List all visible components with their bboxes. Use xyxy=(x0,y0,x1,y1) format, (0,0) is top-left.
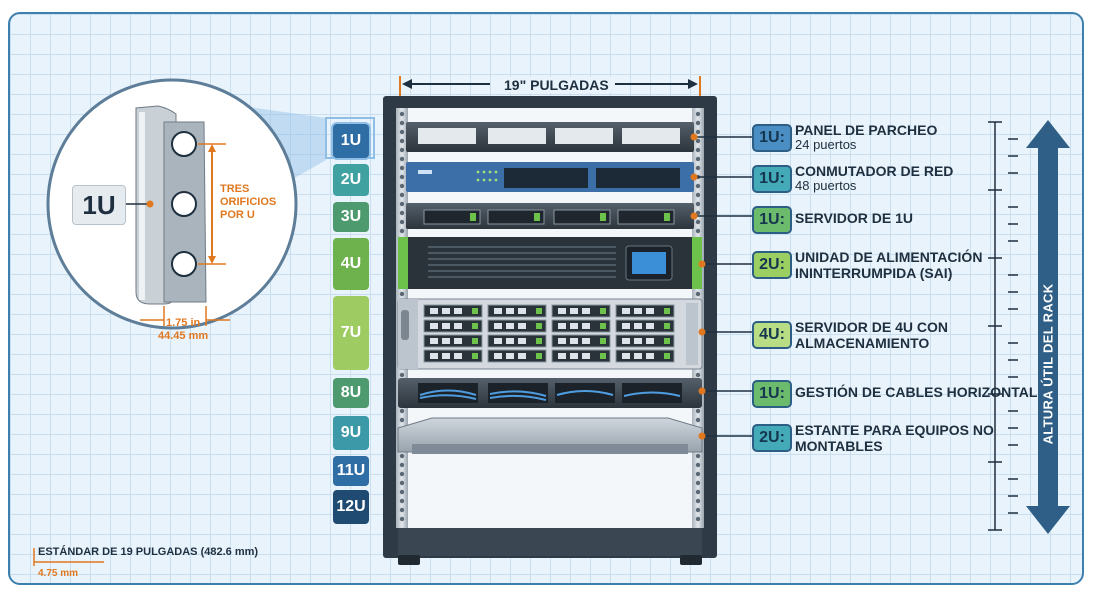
u-label-3: 4U xyxy=(333,238,369,290)
rack-height-label: ALTURA ÚTIL DEL RACK xyxy=(1040,283,1056,445)
component-title: UNIDAD DE ALIMENTACIÓN xyxy=(795,249,983,265)
component-title: GESTIÓN DE CABLES HORIZONTAL xyxy=(795,384,1038,400)
component-subtitle: ALMACENAMIENTO xyxy=(795,335,930,351)
zoom-callout xyxy=(46,78,375,330)
u-label-0: 1U xyxy=(333,124,369,158)
height-arrow xyxy=(1026,120,1070,534)
u-label-4: 7U xyxy=(333,296,369,370)
callout-lines xyxy=(694,136,752,437)
height-ruler xyxy=(988,121,1018,531)
width-dimension xyxy=(399,76,701,105)
component-size-tag: 4U: xyxy=(752,321,792,349)
component-title: CONMUTADOR DE RED xyxy=(795,163,954,179)
u-label-8: 12U xyxy=(333,490,369,524)
component-size-tag: 1U: xyxy=(752,206,792,234)
component-size-tag: 1U: xyxy=(752,380,792,408)
component-title: PANEL DE PARCHEO xyxy=(795,122,938,138)
component-size-tag: 2U: xyxy=(752,424,792,452)
component-title: SERVIDOR DE 4U CON xyxy=(795,319,948,335)
unit-dimension-label: 1.75 in 44.45 mm xyxy=(158,317,209,342)
component-size-tag: 1U: xyxy=(752,165,792,193)
u-label-7: 11U xyxy=(333,456,369,486)
server-1u xyxy=(406,203,694,229)
u-label-1: 2U xyxy=(333,164,369,196)
component-title: ESTANTE PARA EQUIPOS NO xyxy=(795,422,994,438)
component-subtitle: 48 puertos xyxy=(795,178,857,193)
component-subtitle: MONTABLES xyxy=(795,438,883,454)
width-label: 19" PULGADAS xyxy=(498,77,615,93)
standard-label: ESTÁNDAR DE 19 PULGADAS (482.6 mm) xyxy=(38,546,259,558)
u-label-6: 9U xyxy=(333,416,369,450)
u-label-2: 3U xyxy=(333,202,369,232)
component-size-tag: 1U: xyxy=(752,124,792,152)
cable-manager xyxy=(398,378,702,408)
component-subtitle: 24 puertos xyxy=(795,137,857,152)
holes-per-u-label: TRES ORIFICIOS POR U xyxy=(220,183,277,221)
ups-unit xyxy=(398,237,702,289)
footer-dimension xyxy=(33,548,104,566)
patch-panel xyxy=(406,122,694,152)
storage-server-4u xyxy=(397,298,703,370)
component-subtitle: ININTERRUMPIDA (SAI) xyxy=(795,265,953,281)
component-description: SERVIDOR DE 1U xyxy=(795,210,913,226)
u-label-5: 8U xyxy=(333,378,369,408)
equipment-shelf xyxy=(397,417,703,454)
component-description: GESTIÓN DE CABLES HORIZONTAL xyxy=(795,384,1037,400)
network-switch xyxy=(406,162,694,192)
zoom-unit-label: 1U xyxy=(72,185,126,225)
footer-dim-label: 4.75 mm xyxy=(38,568,79,579)
component-size-tag: 2U: xyxy=(752,251,792,279)
component-title: SERVIDOR DE 1U xyxy=(795,210,913,226)
